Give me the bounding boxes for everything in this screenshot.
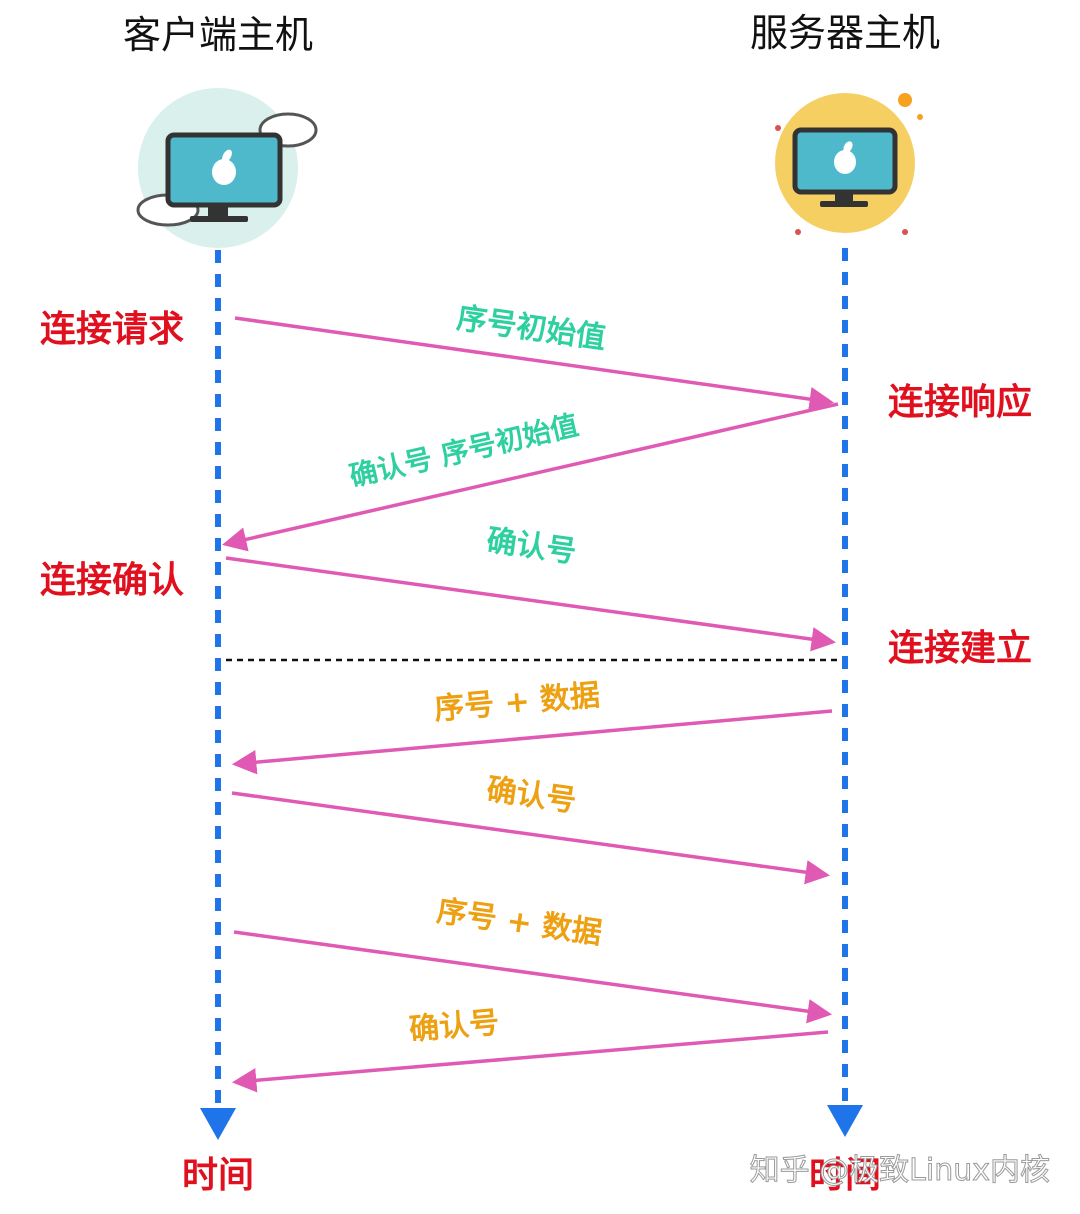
client-timeline-arrowhead	[200, 1108, 236, 1140]
computer-cloud-icon	[136, 88, 318, 248]
message-arrow	[222, 402, 839, 552]
event-connect-response: 连接响应	[888, 382, 1032, 423]
apple-logo-icon	[834, 141, 856, 174]
message-label: 序号 + 数据	[435, 894, 604, 952]
computer-sun-icon	[775, 93, 923, 235]
message-label: 序号 + 数据	[433, 678, 601, 727]
message-arrow	[231, 791, 831, 885]
event-connect-confirm: 连接确认	[40, 560, 184, 601]
message-arrow	[234, 316, 835, 412]
server-host-title: 服务器主机	[750, 11, 940, 55]
message-arrow	[233, 930, 833, 1024]
apple-logo-icon	[212, 149, 236, 185]
client-host-title: 客户端主机	[123, 13, 313, 57]
message-arrow	[231, 1030, 829, 1093]
message-arrows	[222, 316, 839, 1093]
message-label: 确认号	[484, 523, 578, 570]
client-time-label: 时间	[182, 1155, 254, 1196]
message-arrow	[225, 556, 837, 652]
message-arrow	[231, 709, 833, 775]
message-label: 确认号	[484, 772, 578, 819]
watermark: 知乎 @极致Linux内核	[750, 1153, 1050, 1188]
event-connect-established: 连接建立	[888, 628, 1032, 669]
message-label: 确认号 序号初始值	[346, 408, 581, 493]
message-label: 序号初始值	[455, 301, 608, 357]
message-label: 确认号	[408, 1005, 501, 1048]
event-connect-request: 连接请求	[40, 309, 184, 350]
server-time-label: 时间	[809, 1155, 881, 1196]
server-timeline-arrowhead	[827, 1105, 863, 1137]
